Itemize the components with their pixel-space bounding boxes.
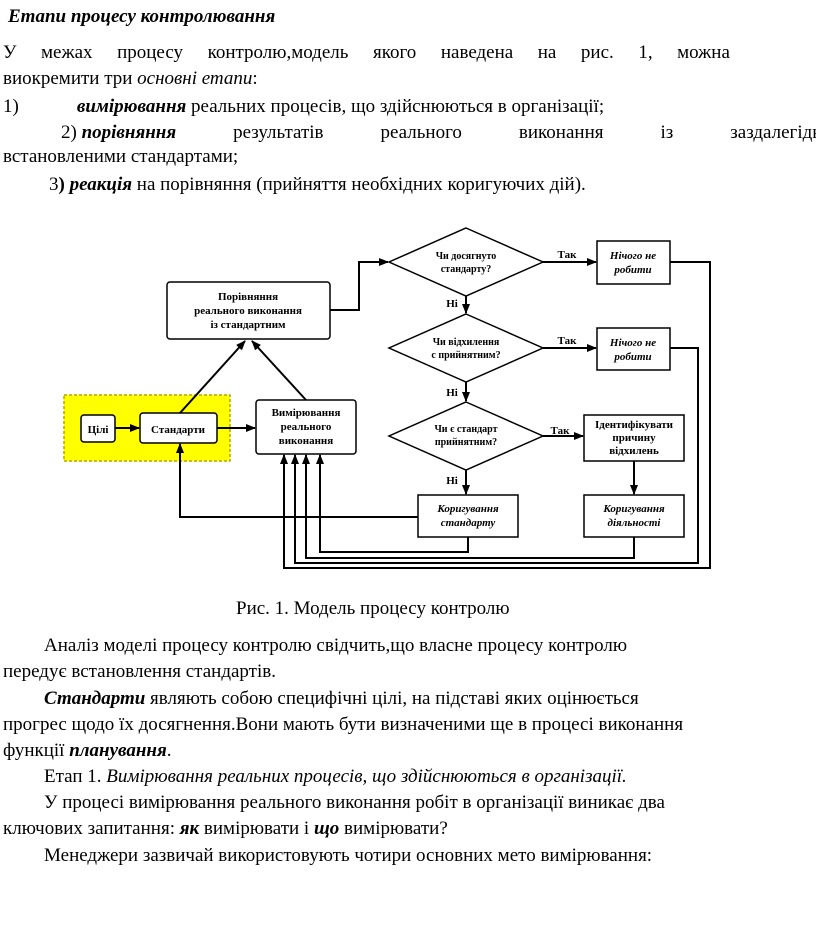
paragraph-2-line-2: прогрес щодо їх досягнення.Вони мають бу… bbox=[3, 714, 684, 735]
nothing-1-line-1: Нічого не bbox=[609, 250, 656, 262]
correct-activity-line-1: Коригування bbox=[602, 503, 665, 515]
intro-word: якого bbox=[372, 42, 417, 63]
nothing-2-line-1: Нічого не bbox=[609, 337, 656, 349]
paragraph-1-line-2: передує встановлення стандартів. bbox=[3, 661, 276, 682]
stage-3: 3) реакція на порівняння (прийняття необ… bbox=[49, 174, 816, 196]
correct-standard-box bbox=[417, 494, 519, 538]
measure-label-3: виконання bbox=[279, 435, 333, 447]
paragraph-5: Менеджери зазвичай використовують чотири… bbox=[44, 845, 653, 866]
function-text: функції bbox=[3, 740, 70, 761]
identify-line-1: Ідентифікувати bbox=[595, 419, 674, 431]
paragraph-4-line-1: У процесі вимірювання реального виконанн… bbox=[44, 792, 665, 813]
stage-label: Етап 1. bbox=[44, 766, 107, 787]
intro-colon: : bbox=[252, 68, 258, 89]
stage-3-term: реакція bbox=[69, 174, 133, 195]
measure-label-1: Вимірювання bbox=[272, 407, 341, 419]
stage-2-word: виконання bbox=[518, 122, 604, 143]
identify-line-3: відхилень bbox=[609, 445, 659, 457]
stage-2-number: 2) bbox=[61, 122, 77, 143]
decision-3-line-1: Чи є стандарт bbox=[434, 424, 497, 435]
intro-italic: основні етапи bbox=[137, 68, 253, 89]
measure-label-2: реального bbox=[281, 421, 332, 433]
decision-1-line-2: стандарту? bbox=[441, 264, 492, 275]
intro-word: 1, bbox=[638, 42, 653, 63]
questions-text: ключових запитання: bbox=[3, 818, 180, 839]
intro-word: наведена bbox=[440, 42, 514, 63]
term-standards: Стандарти bbox=[44, 688, 146, 709]
nothing-2-line-2: робити bbox=[613, 351, 651, 363]
paragraph-1-line-1: Аналіз моделі процесу контролю свідчить,… bbox=[44, 635, 628, 656]
stage-1-number: 1) bbox=[3, 96, 19, 117]
nothing-1-line-2: робити bbox=[613, 264, 651, 276]
decision-1-line-1: Чи досягнуто bbox=[436, 251, 497, 262]
figure-caption: Рис. 1. Модель процесу контролю bbox=[236, 598, 510, 619]
no-label-1: Ні bbox=[446, 298, 458, 310]
stage-2: 2) порівняння результатів реального виконан… bbox=[61, 122, 816, 144]
correct-activity-line-2: діяльності bbox=[608, 517, 662, 529]
stage-1: 1) вимірювання реальних процесів, що здій… bbox=[3, 96, 816, 118]
nothing-box-1 bbox=[596, 240, 671, 285]
decision-2-line-1: Чи відхилення bbox=[433, 337, 500, 348]
no-label-2: Ні bbox=[446, 387, 458, 399]
compare-label-3: із стандартним bbox=[210, 319, 286, 331]
stage-3-text: на порівняння (прийняття необхідних кори… bbox=[132, 174, 586, 195]
term-what: що bbox=[313, 818, 340, 839]
correct-standard-line-2: стандарту bbox=[441, 517, 496, 529]
paragraph-4-line-2: ключових запитання: як вимірювати і що в… bbox=[3, 818, 816, 840]
stage-2-word: результатів bbox=[233, 122, 324, 143]
intro-word: межах bbox=[41, 42, 93, 63]
intro-line-2: виокремити три основні етапи: bbox=[3, 68, 816, 90]
correct-activity-box bbox=[583, 494, 685, 538]
decision-2-line-2: с прийнятним? bbox=[431, 350, 500, 361]
correct-standard-line-1: Коригування bbox=[436, 503, 499, 515]
paragraph-3: Етап 1. Вимірювання реальних процесів, щ… bbox=[44, 766, 816, 788]
intro-word: рис. bbox=[580, 42, 614, 63]
intro-word: контролю,модель bbox=[207, 42, 349, 63]
identify-line-2: причину bbox=[612, 432, 656, 444]
compare-label-2: реального виконання bbox=[194, 305, 302, 317]
stage-2-continuation: встановленими стандартами; bbox=[3, 146, 239, 167]
stage-1-term: вимірювання bbox=[76, 96, 187, 117]
intro-word: можна bbox=[677, 42, 730, 63]
no-label-3: Ні bbox=[446, 475, 458, 487]
yes-label-1: Так bbox=[558, 249, 578, 261]
term-planning: планування bbox=[69, 740, 167, 761]
paragraph-2-text: являють собою специфічні цілі, на підста… bbox=[145, 688, 639, 709]
decision-3 bbox=[387, 401, 545, 471]
goals-label: Цілі bbox=[88, 424, 109, 436]
stage-2-word: із bbox=[660, 122, 674, 143]
control-process-diagram: Цілі Стандарти Порівняння реального вико… bbox=[63, 227, 711, 569]
stage-3-number: 3 bbox=[49, 174, 59, 195]
period: . bbox=[166, 740, 172, 761]
yes-label-3: Так bbox=[551, 425, 571, 437]
stage-title: Вимірювання реальних процесів, що здійсн… bbox=[106, 766, 627, 787]
intro-word: У bbox=[3, 42, 17, 63]
intro-word: на bbox=[537, 42, 557, 63]
decision-3-line-2: прийнятним? bbox=[435, 437, 497, 448]
nothing-box-2 bbox=[596, 327, 671, 371]
paragraph-2-line-1: Стандарти являють собою специфічні цілі,… bbox=[44, 688, 816, 710]
standards-label: Стандарти bbox=[151, 424, 206, 436]
stage-3-paren: ) bbox=[58, 174, 65, 195]
section-heading: Етапи процесу контролювання bbox=[8, 6, 276, 27]
stage-1-text: реальних процесів, що здійснюються в орг… bbox=[186, 96, 605, 117]
questions-text-2: вимірювати і bbox=[199, 818, 314, 839]
decision-1 bbox=[387, 227, 545, 297]
stage-2-word: реального bbox=[380, 122, 462, 143]
decision-2 bbox=[387, 313, 545, 383]
questions-text-3: вимірювати? bbox=[339, 818, 448, 839]
paragraph-2-line-3: функції планування. bbox=[3, 740, 816, 762]
stage-2-head: 2) порівняння bbox=[61, 122, 176, 144]
compare-label-1: Порівняння bbox=[218, 291, 278, 303]
yes-label-2: Так bbox=[558, 335, 578, 347]
stage-2-word: заздалегідь bbox=[730, 122, 816, 143]
connectors bbox=[115, 258, 711, 569]
stage-2-term: порівняння bbox=[81, 122, 177, 143]
term-how: як bbox=[179, 818, 200, 839]
intro-word: процесу bbox=[117, 42, 184, 63]
intro-text: виокремити три bbox=[3, 68, 138, 89]
